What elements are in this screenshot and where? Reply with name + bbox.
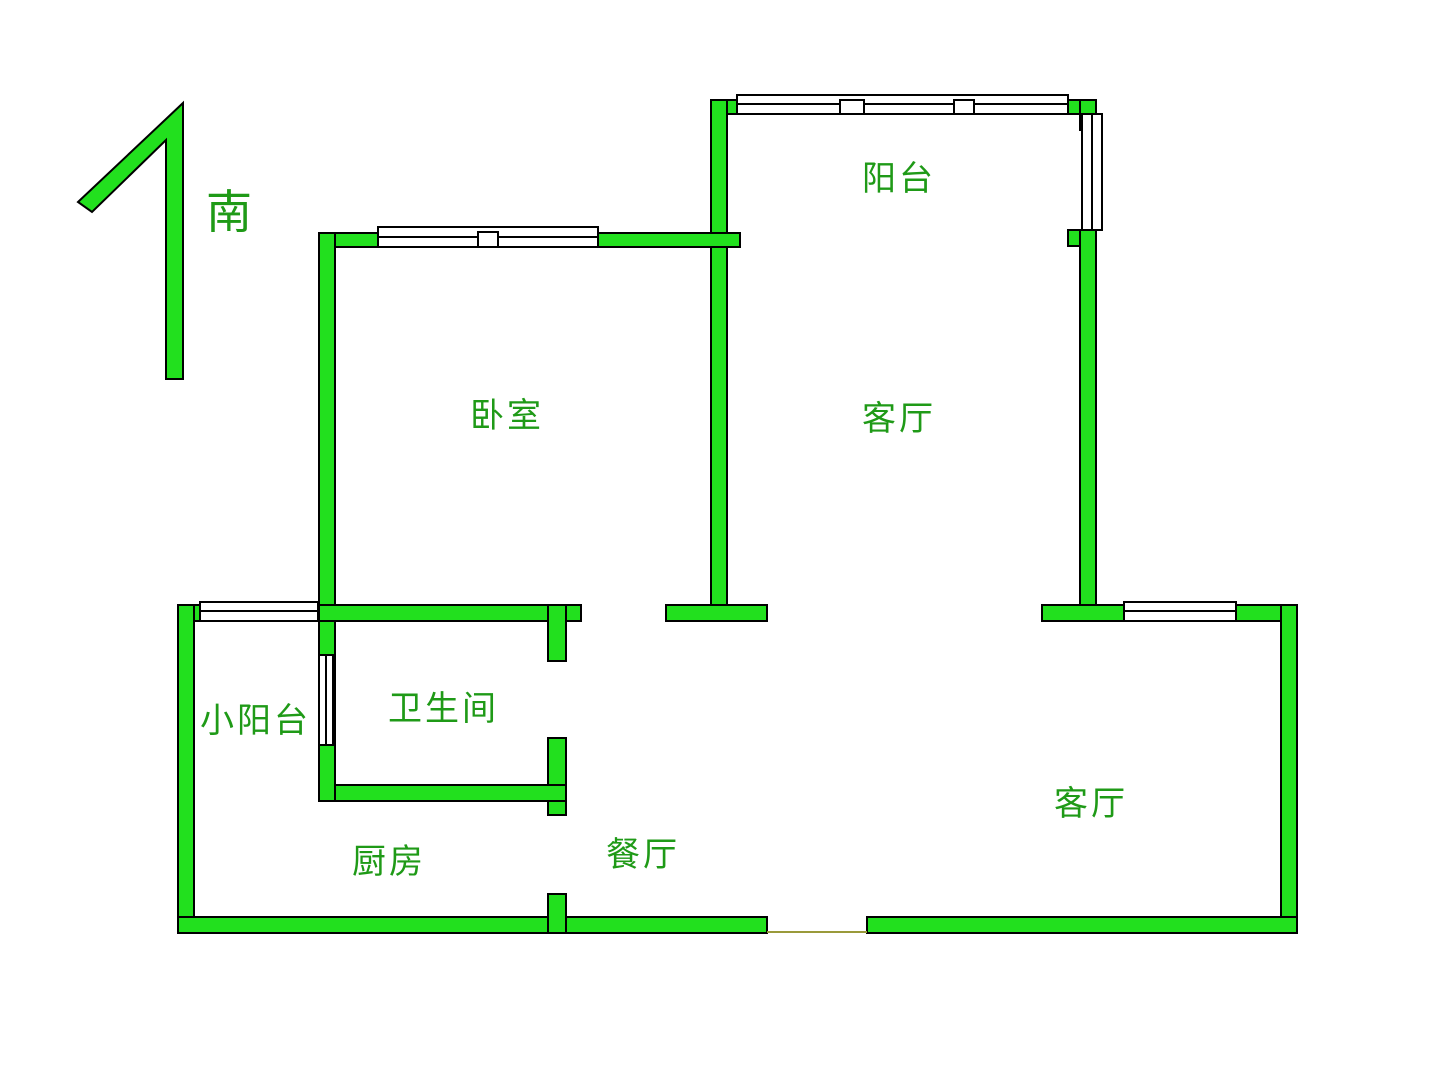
room-label-kitchen: 厨房 <box>352 842 426 882</box>
room-label-balcony: 阳台 <box>862 159 936 199</box>
room-label-bedroom: 卧室 <box>470 396 544 436</box>
room-label-bathroom: 卫生间 <box>388 689 499 729</box>
windows <box>199 94 1237 746</box>
room-label-small-balcony: 小阳台 <box>200 701 311 741</box>
room-label-living-room-upper: 客厅 <box>862 399 936 439</box>
walls <box>177 99 1298 934</box>
room-label-living-room-lower: 客厅 <box>1054 784 1128 824</box>
compass-arrow-icon <box>76 100 184 380</box>
room-label-dining-room: 餐厅 <box>606 835 680 875</box>
compass-label: 南 <box>206 185 252 239</box>
